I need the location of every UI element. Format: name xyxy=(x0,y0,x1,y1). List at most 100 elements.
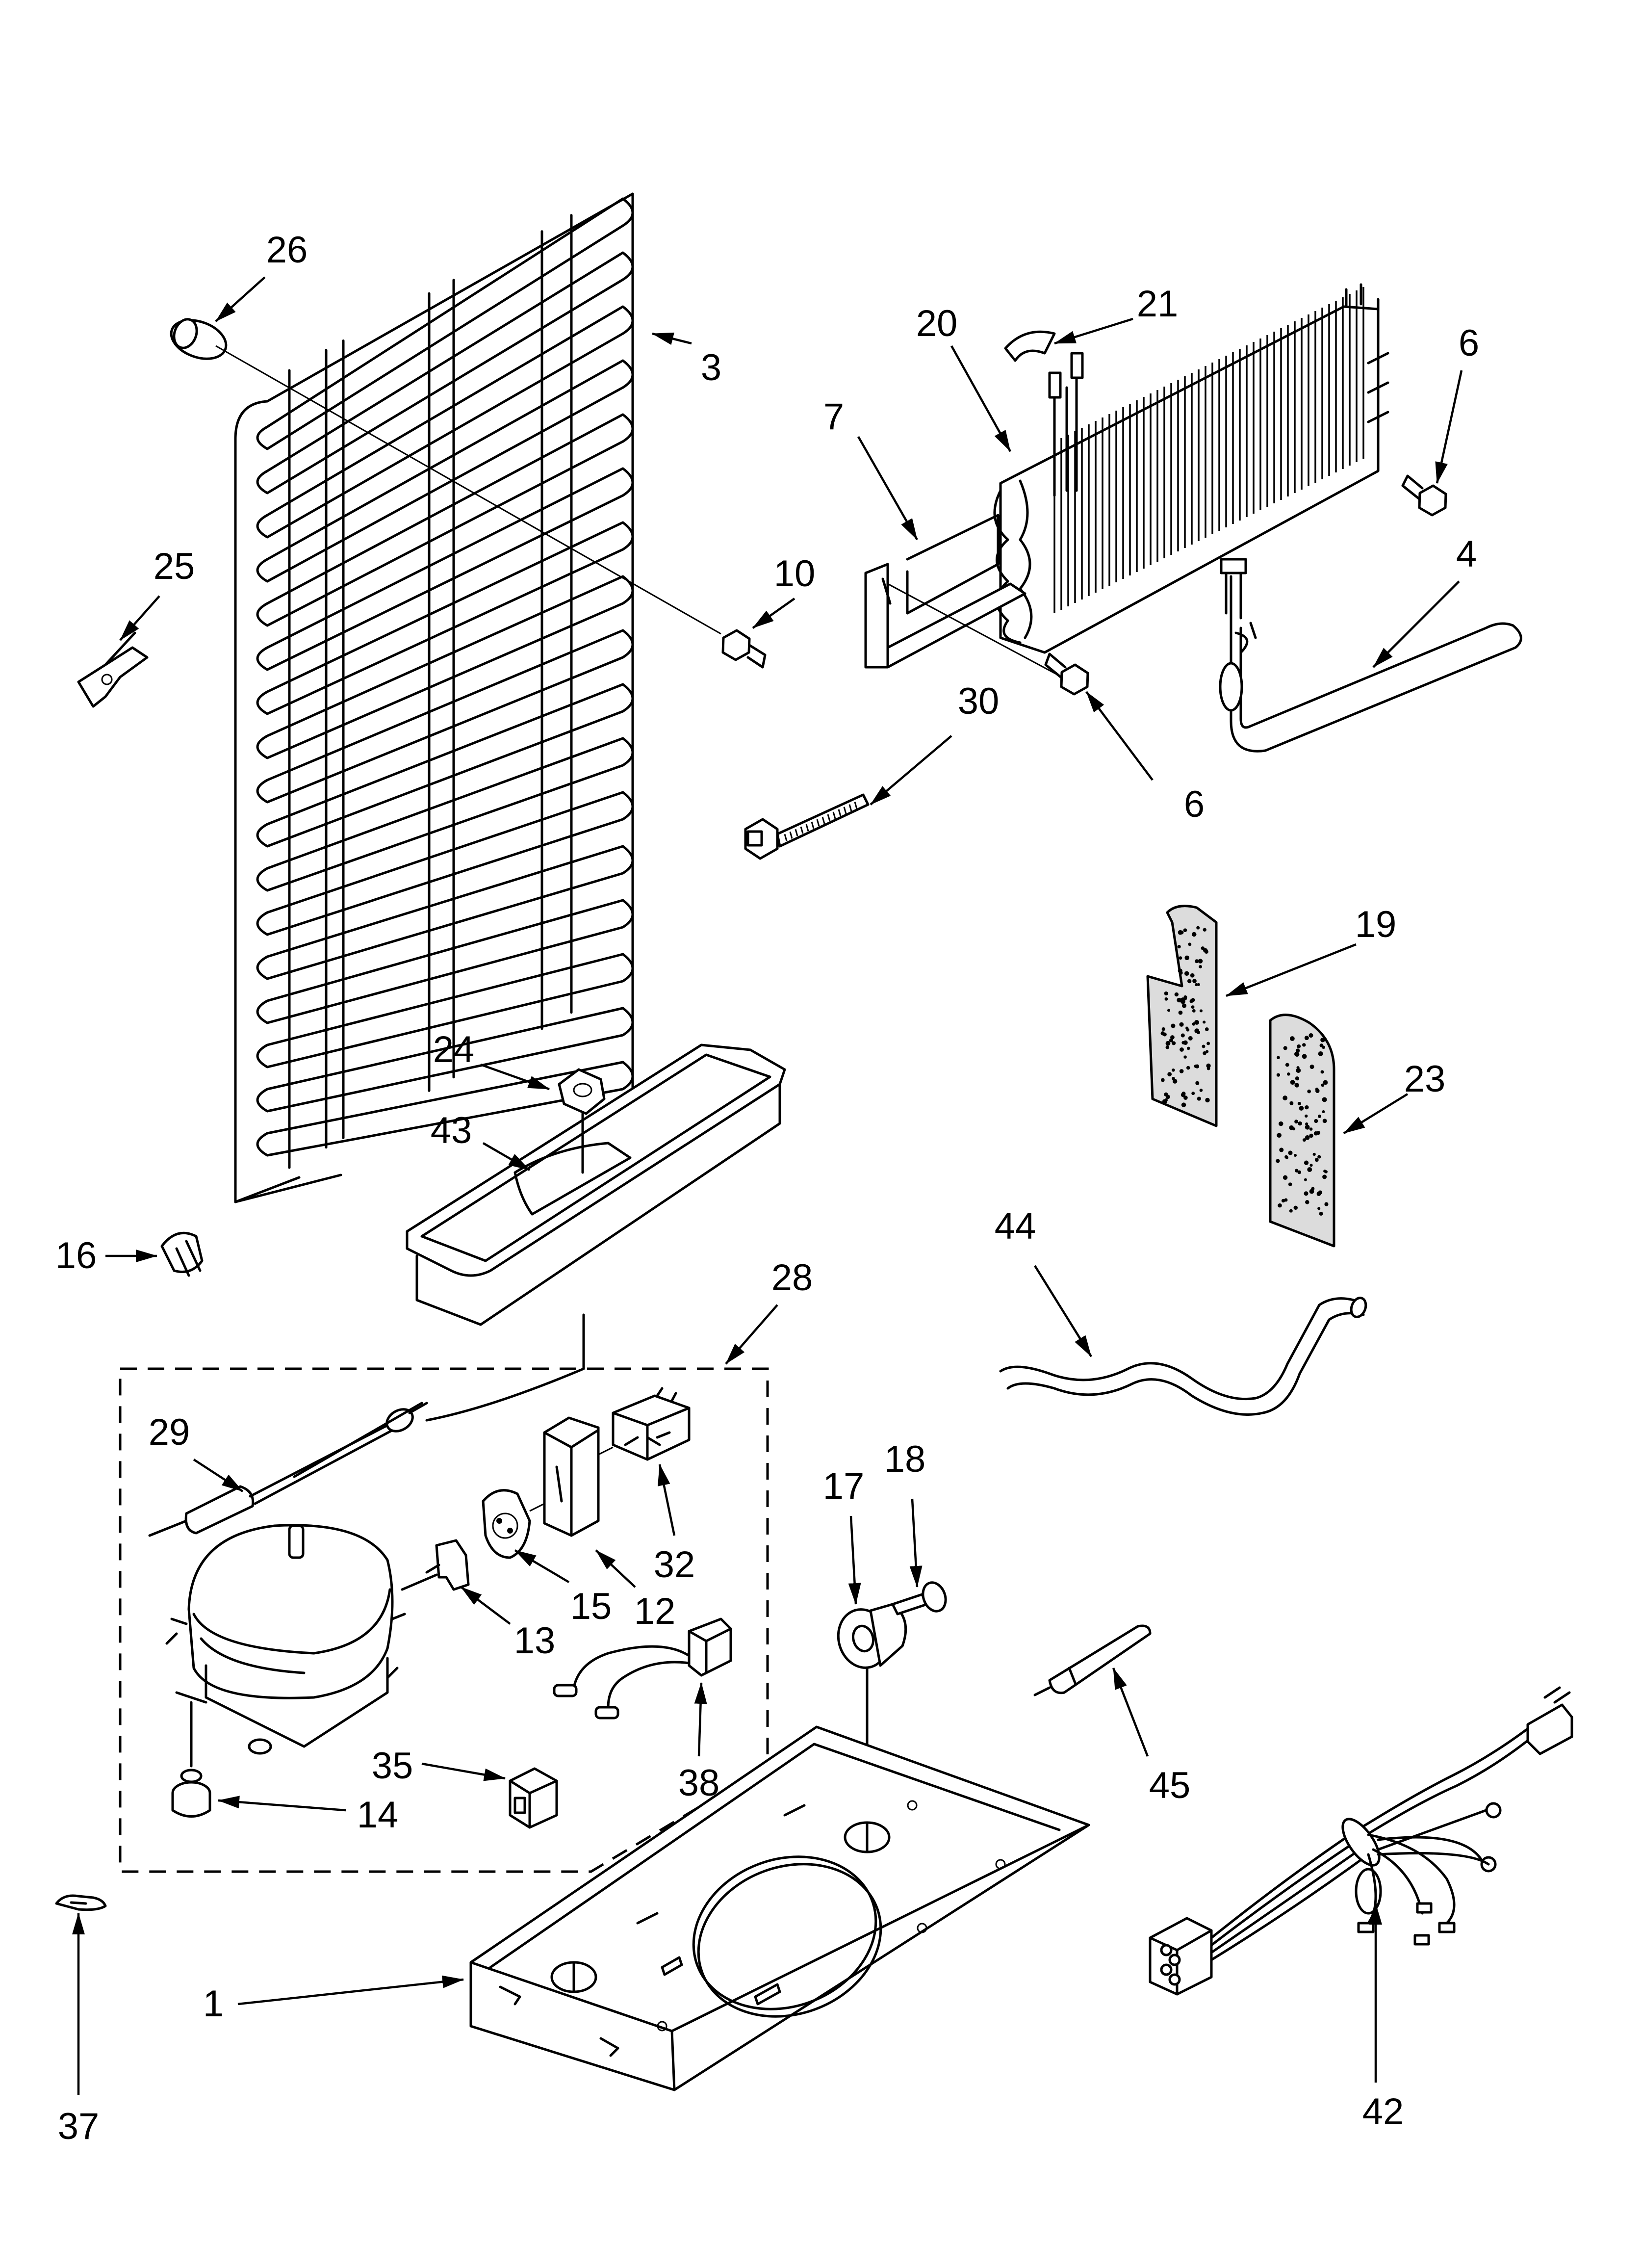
tie-tooth xyxy=(843,807,847,814)
foam-speck xyxy=(1206,1042,1210,1045)
foam-speck xyxy=(1201,946,1205,950)
axle-part-18 xyxy=(891,1581,947,1616)
foam-speck xyxy=(1317,1207,1321,1210)
foam-speck xyxy=(1196,926,1200,930)
foam-speck xyxy=(1297,1044,1301,1048)
foam-speck xyxy=(1279,1121,1283,1126)
foam-speck xyxy=(1298,1121,1302,1126)
foam-speck xyxy=(1203,1020,1206,1024)
foam-speck xyxy=(1195,983,1198,987)
foam-speck xyxy=(1191,1092,1195,1095)
foam-speck xyxy=(1322,1174,1327,1179)
foam-speck xyxy=(1294,1051,1299,1057)
callout-32: 32 xyxy=(654,1544,695,1586)
callout-45: 45 xyxy=(1149,1765,1191,1806)
foam-speck xyxy=(1204,949,1208,954)
foam-speck xyxy=(1164,997,1168,1001)
foam-speck xyxy=(1287,1072,1290,1076)
foam-speck xyxy=(1295,1048,1300,1053)
tie-tooth xyxy=(800,826,804,834)
foam-speck xyxy=(1191,932,1197,937)
callout-38: 38 xyxy=(678,1762,720,1804)
relay-part-13 xyxy=(401,1539,470,1591)
foam-speck xyxy=(1172,1079,1178,1084)
callout-6-upper: 6 xyxy=(1459,322,1479,364)
foam-speck xyxy=(1177,945,1181,949)
foam-speck xyxy=(1307,1089,1311,1094)
tie-tooth xyxy=(795,829,798,836)
foam-speck xyxy=(1194,1028,1200,1033)
foam-speck xyxy=(1188,942,1192,946)
foam-speck xyxy=(1289,1209,1293,1213)
foam-speck xyxy=(1194,1020,1199,1025)
foam-speck xyxy=(1205,1027,1209,1031)
foam-speck xyxy=(1277,1133,1282,1138)
callout-4: 4 xyxy=(1456,533,1477,575)
callout-labels: 26 3 25 10 21 20 7 6 6 4 30 19 23 24 43 … xyxy=(55,229,1479,2147)
foam-speck xyxy=(1283,1046,1287,1050)
coil-loop xyxy=(256,305,634,539)
terminal-block-part-32 xyxy=(598,1387,691,1461)
foam-speck xyxy=(1309,1189,1314,1194)
foam-speck xyxy=(1166,1095,1170,1099)
foam-speck xyxy=(1289,1036,1295,1041)
foam-speck xyxy=(1170,1035,1175,1040)
callout-28: 28 xyxy=(771,1257,813,1299)
foam-speck xyxy=(1302,1043,1306,1047)
foam-speck xyxy=(1322,1119,1327,1123)
foam-speck xyxy=(1305,1124,1310,1130)
foam-speck xyxy=(1206,1067,1210,1070)
condenser-coil xyxy=(234,192,634,1203)
foam-speck xyxy=(1198,959,1203,964)
foam-speck xyxy=(1294,1083,1299,1088)
foam-speck xyxy=(1203,1051,1206,1055)
plug-pin xyxy=(1168,1954,1181,1966)
overload-part-15 xyxy=(482,1489,531,1559)
foam-speck xyxy=(1167,1009,1170,1012)
clip-part-37 xyxy=(55,1894,107,1911)
foam-speck xyxy=(1320,1070,1324,1074)
foam-speck xyxy=(1185,1026,1189,1030)
foam-speck xyxy=(1180,1093,1185,1097)
callout-44: 44 xyxy=(995,1205,1036,1247)
callout-29: 29 xyxy=(149,1411,190,1453)
foam-speck xyxy=(1305,1114,1308,1118)
foam-speck xyxy=(1187,979,1192,984)
coil-loop xyxy=(256,737,634,892)
nut-part-24 xyxy=(558,1068,606,1174)
foam-speck xyxy=(1202,1044,1206,1048)
coil-loop xyxy=(256,899,634,1024)
foam-speck xyxy=(1315,1089,1320,1093)
foam-speck xyxy=(1288,1150,1293,1155)
foam-speck xyxy=(1320,1038,1325,1043)
callout-13: 13 xyxy=(514,1620,556,1662)
defrost-heater-part-4 xyxy=(1219,558,1522,753)
foam-speck xyxy=(1164,991,1168,996)
foam-speck xyxy=(1283,1175,1288,1180)
foam-speck xyxy=(1199,1089,1203,1092)
foam-speck xyxy=(1322,1097,1327,1102)
tie-tooth xyxy=(805,824,809,832)
coil-loop xyxy=(256,629,634,804)
foam-speck xyxy=(1195,959,1199,964)
foam-speck xyxy=(1285,1063,1289,1067)
foam-speck xyxy=(1162,1032,1167,1037)
callout-30: 30 xyxy=(958,680,1000,722)
callout-15: 15 xyxy=(570,1586,612,1627)
foam-speck xyxy=(1317,1155,1321,1159)
plug-pin xyxy=(1160,1963,1173,1976)
foam-speck xyxy=(1304,1191,1308,1196)
clip-part-21 xyxy=(1004,330,1056,362)
foam-speck xyxy=(1312,1152,1316,1156)
foam-speck xyxy=(1183,1095,1188,1100)
foam-speck xyxy=(1288,1182,1292,1187)
callout-35: 35 xyxy=(372,1745,413,1787)
foam-speck xyxy=(1195,1081,1200,1085)
callout-16: 16 xyxy=(55,1235,97,1277)
foam-speck xyxy=(1314,1119,1318,1123)
foam-speck xyxy=(1178,1010,1183,1015)
foam-speck xyxy=(1316,1191,1321,1196)
foam-speck xyxy=(1289,1101,1294,1105)
foam-speck xyxy=(1277,1056,1280,1059)
